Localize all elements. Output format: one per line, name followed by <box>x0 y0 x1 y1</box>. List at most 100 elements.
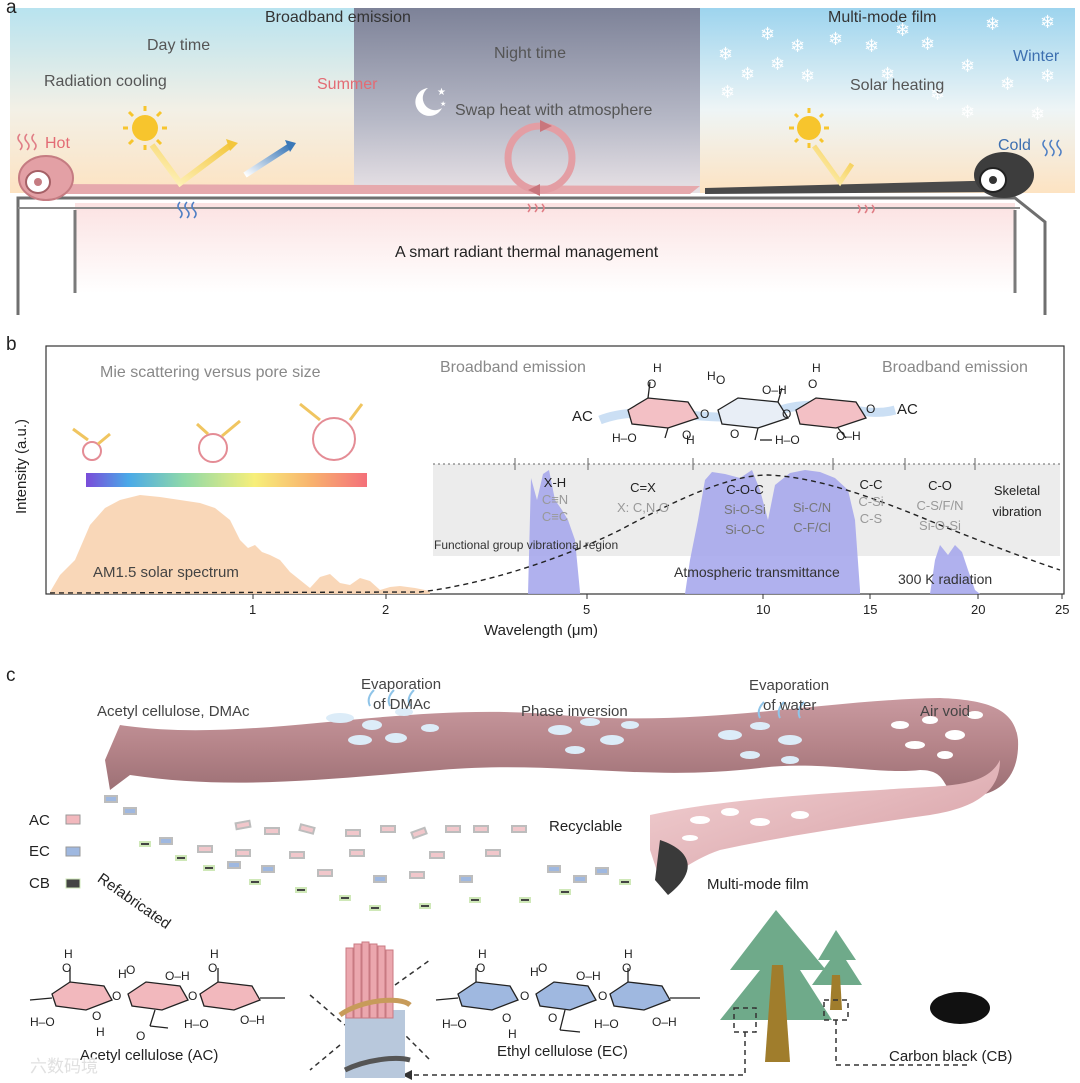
svg-text:O–H: O–H <box>762 383 787 397</box>
legend-label-ec: EC <box>29 843 50 860</box>
x-tick-label: 10 <box>756 602 771 617</box>
sun-icon <box>123 106 167 150</box>
film-ribbon-return <box>650 760 1000 880</box>
svg-text:O: O <box>188 989 197 1003</box>
atmospheric-transmittance-label: Atmospheric transmittance <box>674 564 840 580</box>
summer-label: Summer <box>317 76 378 93</box>
exchange-cycle-icon <box>504 120 576 196</box>
svg-text:❄: ❄ <box>1040 66 1055 86</box>
pink-roller-icon <box>18 155 74 201</box>
broadband-emission-right: Broadband emission <box>882 359 1028 376</box>
ac-end-left: AC <box>572 408 593 425</box>
svg-text:O: O <box>700 407 709 421</box>
svg-text:O: O <box>782 407 791 421</box>
group-sub: X: C,N,O <box>616 500 669 515</box>
svg-text:H: H <box>96 1025 105 1039</box>
group-head: C-C <box>859 477 883 492</box>
group-sub: C-S <box>859 511 883 526</box>
step-evaporation-dmac: Evaporation <box>361 676 442 693</box>
cool-wave-icon <box>177 139 1062 219</box>
svg-text:O: O <box>647 377 656 391</box>
fiber-bundle-icon <box>338 941 412 1078</box>
svg-text:❄: ❄ <box>930 84 945 104</box>
svg-text:★: ★ <box>437 87 446 98</box>
svg-text:H: H <box>118 967 127 981</box>
svg-text:O: O <box>598 989 607 1003</box>
svg-text:H: H <box>686 433 695 447</box>
group-head: C-O-C <box>726 482 764 497</box>
legend-label-ac: AC <box>29 812 50 829</box>
panel-a-illustration: ★ ★ ❄❄❄ ❄❄❄ ❄❄❄ ❄❄❄ ❄❄❄ ❄❄❄ ❄❄ <box>10 8 1075 315</box>
group-head: C=X <box>630 480 656 495</box>
x-tick-label: 25 <box>1055 602 1070 617</box>
heat-wave-icon <box>17 133 875 214</box>
svg-text:❄: ❄ <box>718 44 733 64</box>
moon-icon: ★ ★ <box>415 87 446 116</box>
atmospheric-window-area <box>528 470 980 594</box>
svg-text:O: O <box>866 402 875 416</box>
mie-particle-icon <box>82 417 356 463</box>
solar-heating-label: Solar heating <box>850 77 945 94</box>
cb-name-label: Carbon black (CB) <box>889 1048 1013 1065</box>
svg-text:H: H <box>707 369 716 383</box>
svg-text:H–O: H–O <box>30 1015 55 1029</box>
svg-text:H: H <box>508 1027 517 1041</box>
group-sub: C-S/F/N <box>916 498 964 513</box>
svg-text:★: ★ <box>440 100 446 108</box>
svg-text:H: H <box>530 965 539 979</box>
svg-text:❄: ❄ <box>1030 104 1045 124</box>
svg-text:❄: ❄ <box>864 36 879 56</box>
svg-text:❄: ❄ <box>880 64 895 84</box>
watermark: 六数码境 <box>30 1057 98 1076</box>
panel-letter: b <box>6 334 17 355</box>
group-sub: C≡N <box>541 492 569 507</box>
swap-heat-label: Swap heat with atmosphere <box>455 102 653 119</box>
svg-text:O: O <box>716 373 725 387</box>
svg-text:❄: ❄ <box>720 82 735 102</box>
recyclable-label: Recyclable <box>549 818 623 835</box>
svg-text:❄: ❄ <box>1040 12 1055 32</box>
svg-text:❄: ❄ <box>960 102 975 122</box>
group-head: X-H <box>543 475 567 490</box>
svg-text:O: O <box>622 961 631 975</box>
sun-icon <box>789 108 829 148</box>
svg-text:O: O <box>92 1009 101 1023</box>
ec-name-label: Ethyl cellulose (EC) <box>497 1043 628 1060</box>
hot-label: Hot <box>45 135 70 152</box>
svg-text:O: O <box>208 961 217 975</box>
multi-mode-film-label: Multi-mode film <box>828 9 937 26</box>
svg-text:O: O <box>62 961 71 975</box>
step-evaporation-water-2: of water <box>763 697 817 714</box>
spectrum-gradient-bar <box>86 473 367 487</box>
group-co: C-O C-S/F/N Si-O-Si <box>906 476 974 536</box>
step-phase-inversion: Phase inversion <box>521 703 628 720</box>
blackbody-300k-curve <box>49 474 1061 594</box>
night-time-label: Night time <box>494 45 567 62</box>
svg-text:O: O <box>126 963 135 977</box>
svg-text:❄: ❄ <box>828 29 843 49</box>
svg-text:❄: ❄ <box>740 64 755 84</box>
group-sub: C≡C <box>541 509 569 524</box>
group-coc: C-O-C Si-O-Si Si-O-C <box>712 480 778 540</box>
group-sicn: Si-C/N C-F/Cl <box>784 498 840 538</box>
svg-text:❄: ❄ <box>760 24 775 44</box>
step-evaporation-dmac-2: of DMAc <box>373 696 431 713</box>
radiation-300k-label: 300 K radiation <box>898 571 993 587</box>
black-roller-icon <box>974 152 1034 198</box>
panel-letter: a <box>6 0 17 18</box>
solar-spectrum-area <box>50 495 430 594</box>
svg-text:H: H <box>624 947 633 961</box>
particle-flow <box>104 795 631 911</box>
group-head: Skeletal <box>993 483 1041 498</box>
group-sub: C-F/Cl <box>793 520 831 535</box>
svg-text:❄: ❄ <box>960 56 975 76</box>
svg-text:H–O: H–O <box>775 433 800 447</box>
step-air-void: Air void <box>920 703 971 720</box>
legend-swatch-ec <box>65 846 81 857</box>
svg-text:❄: ❄ <box>920 34 935 54</box>
legend-label-cb: CB <box>29 875 50 892</box>
svg-text:❄: ❄ <box>790 36 805 56</box>
svg-text:O: O <box>136 1029 145 1043</box>
evaporation-arrows <box>367 689 805 719</box>
